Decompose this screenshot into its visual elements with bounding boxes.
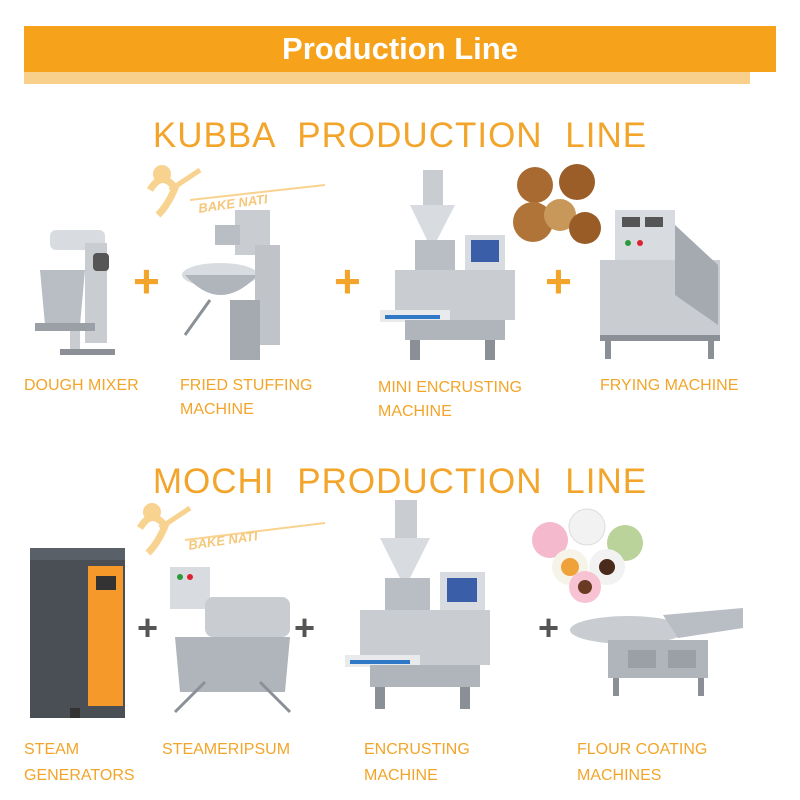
steamer-machine-image [165, 562, 295, 722]
page-title: Production Line [24, 26, 776, 72]
plus-sign: + [334, 258, 361, 304]
plus-sign: + [294, 610, 315, 646]
label-mini-encrusting-line1: MINI ENCRUSTING [378, 376, 522, 400]
kubba-balls-image [505, 160, 605, 255]
label-encrusting-line2: MACHINE [364, 764, 438, 788]
mochi-image [525, 505, 655, 610]
dough-mixer-image [30, 225, 120, 365]
plus-sign: + [545, 258, 572, 304]
plus-sign: + [137, 610, 158, 646]
label-encrusting-line1: ENCRUSTING [364, 738, 470, 762]
kubba-line-title: KUBBA PRODUCTION LINE [0, 116, 800, 156]
plus-sign: + [538, 610, 559, 646]
banner-underline [24, 72, 750, 84]
label-frying-machine: FRYING MACHINE [600, 374, 738, 398]
label-mini-encrusting-line2: MACHINE [378, 400, 452, 424]
frying-machine-image [600, 205, 720, 370]
encrusting-machine-image [340, 500, 500, 720]
label-fried-stuffing-line2: MACHINE [180, 398, 254, 422]
label-steamer: STEAMERIPSUM [162, 738, 290, 762]
label-flour-coating-line1: FLOUR COATING [577, 738, 707, 762]
mochi-line-title: MOCHI PRODUCTION LINE [0, 462, 800, 502]
steam-generator-image [30, 548, 130, 728]
plus-sign: + [133, 258, 160, 304]
bake-nati-logo-icon [130, 498, 330, 563]
header-banner: Production Line [24, 26, 776, 72]
label-flour-coating-line2: MACHINES [577, 764, 661, 788]
fried-stuffing-machine-image [180, 205, 290, 370]
flour-coating-machine-image [568, 600, 748, 705]
label-dough-mixer: DOUGH MIXER [24, 374, 139, 398]
mini-encrusting-machine-image [375, 170, 525, 370]
label-fried-stuffing-line1: FRIED STUFFING [180, 374, 312, 398]
label-steam-line1: STEAM [24, 738, 79, 762]
label-steam-line2: GENERATORS [24, 764, 135, 788]
